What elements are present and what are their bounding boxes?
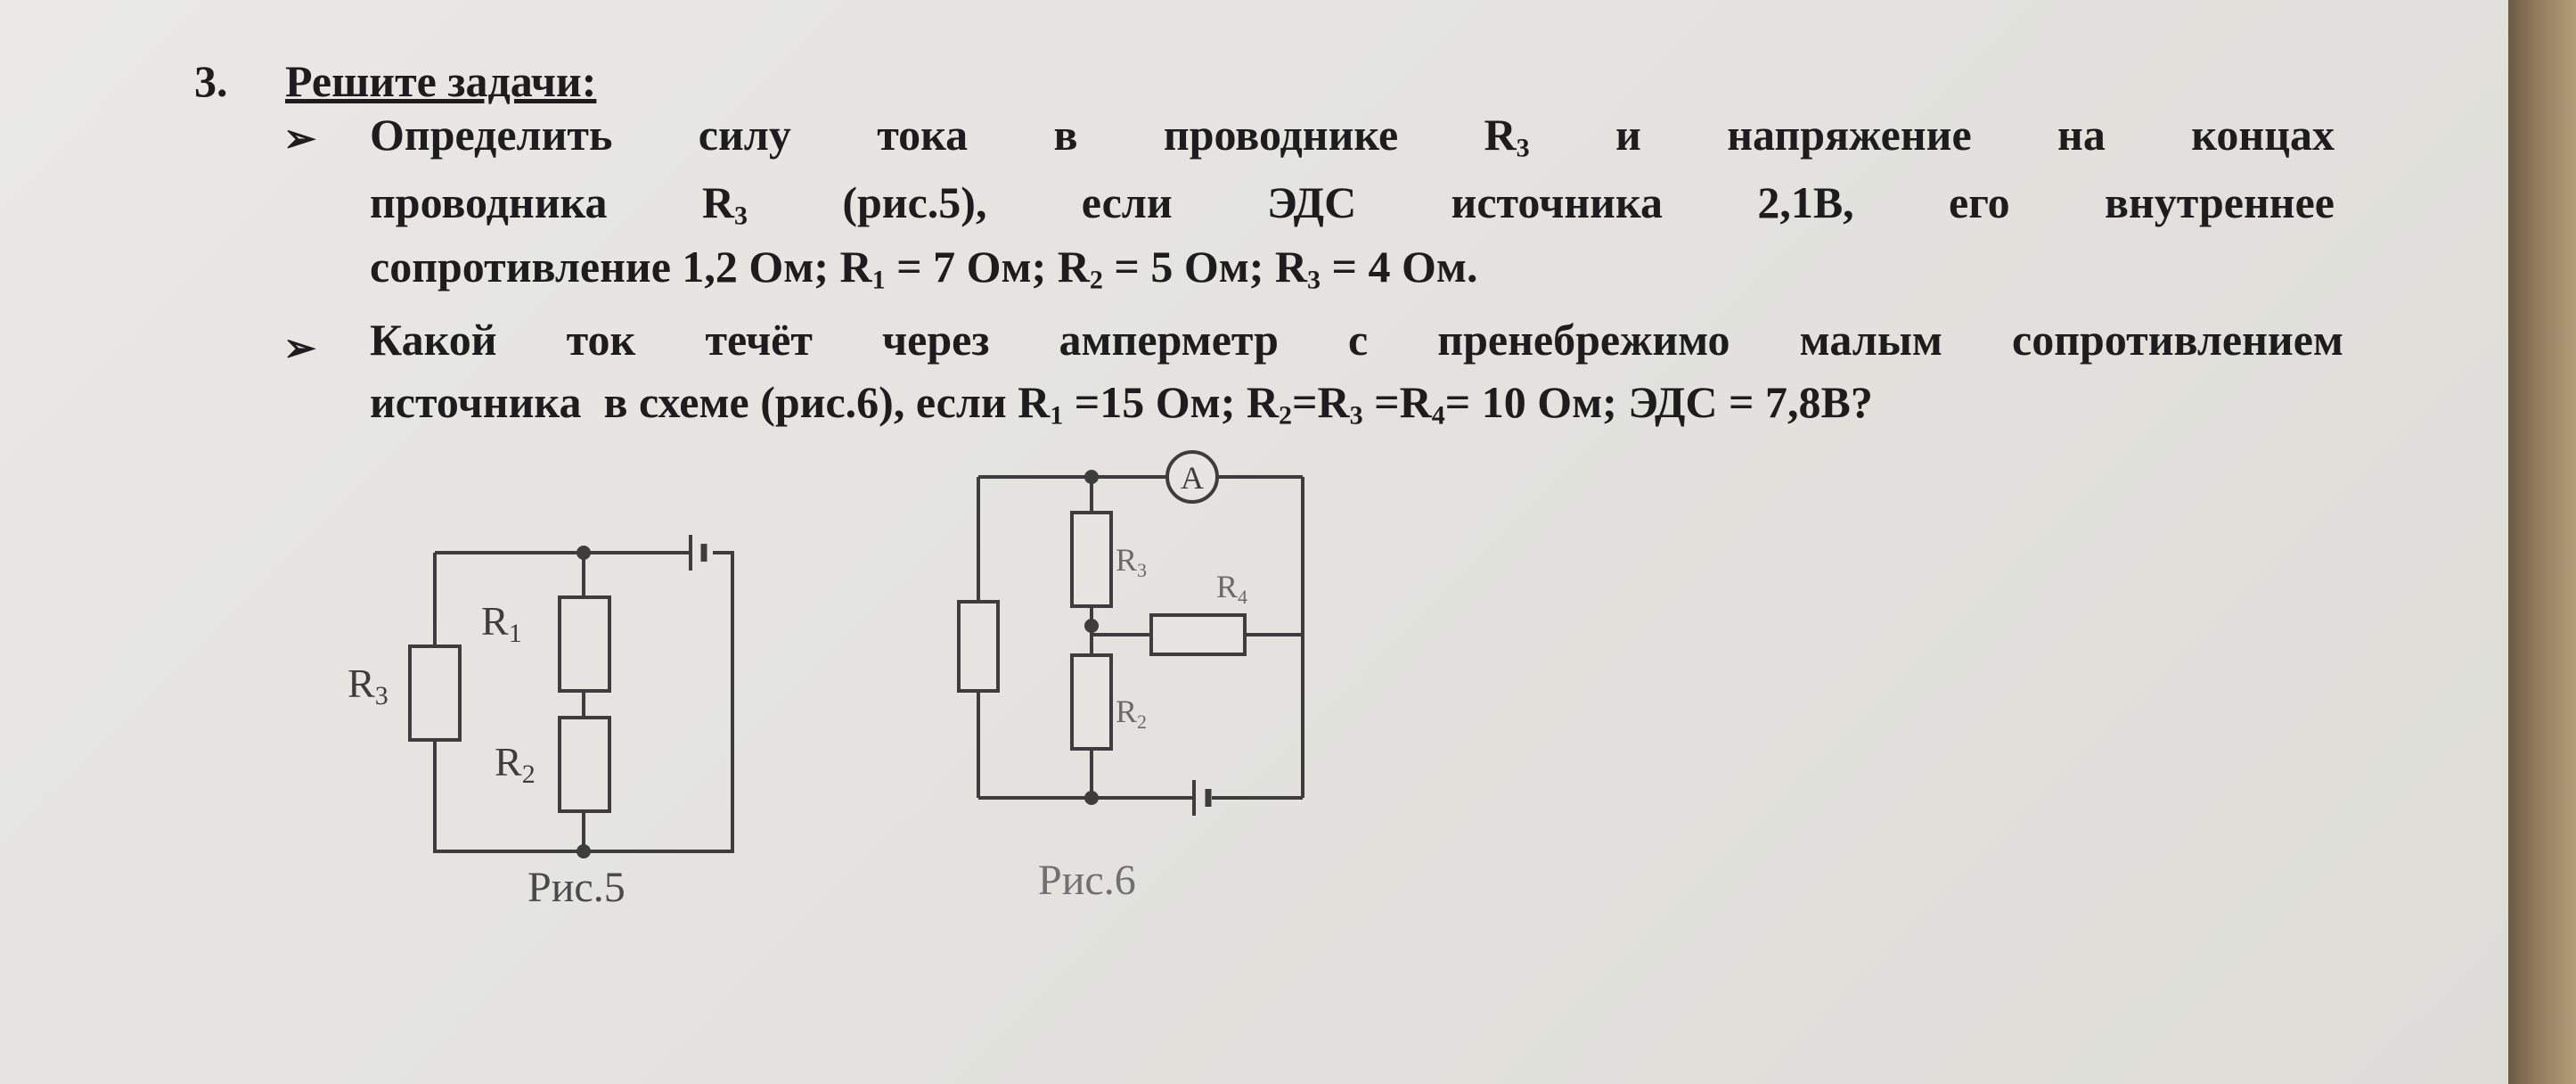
problem2-line2-text: источника в схеме (рис.6), если R1 =15 О… <box>370 377 1873 431</box>
problem1-line2-text: проводника R3 (рис.5), если ЭДС источник… <box>370 177 2335 231</box>
bullet-arrow-icon: ➢ <box>283 326 316 370</box>
fig6-label-ammeter: A <box>1181 460 1204 496</box>
problem1-line2: проводника R3 (рис.5), если ЭДС источник… <box>370 177 2335 232</box>
fig6-label-r4: R4 <box>1216 569 1247 608</box>
figure6-caption: Рис.6 <box>1038 857 1136 904</box>
resistor-r1-fig6 <box>957 600 1000 693</box>
problem1-line3-text: сопротивление 1,2 Ом; R1 = 7 Ом; R2 = 5 … <box>370 242 1478 295</box>
fig6-label-r3: R3 <box>1116 542 1147 581</box>
resistor-r3-fig6 <box>1070 511 1113 608</box>
section-title: Решите задачи: <box>285 56 597 106</box>
section-number: 3. <box>194 56 228 106</box>
figure6-circuit: A R1 R3 R4 R2 <box>957 450 1304 816</box>
table-edge <box>2508 0 2576 1084</box>
fig5-label-r2: R2 <box>495 739 536 789</box>
fig5-label-r1: R1 <box>481 598 522 648</box>
ammeter-icon <box>1165 450 1219 504</box>
problem1-line1: Определить силу тока в проводнике R3 и н… <box>370 109 2335 164</box>
fig6-label-r2: R2 <box>1116 694 1147 733</box>
bullet-arrow-icon: ➢ <box>283 117 316 160</box>
problem1-line3: сопротивление 1,2 Ом; R1 = 7 Ом; R2 = 5 … <box>370 241 1477 296</box>
resistor-r2-fig6 <box>1070 653 1113 751</box>
problem1-line1-text: Определить силу тока в проводнике R3 и н… <box>370 110 2335 163</box>
problem2-line2: источника в схеме (рис.6), если R1 =15 О… <box>370 376 1873 431</box>
resistor-r1 <box>558 595 611 693</box>
resistor-r2 <box>558 716 611 813</box>
problem2-line1: Какой ток течёт через амперметр с пренеб… <box>370 314 2343 365</box>
paper-sheet <box>0 0 2508 1084</box>
fig5-label-r3: R3 <box>348 661 388 710</box>
figure5-circuit: R3 R1 R2 <box>348 535 734 858</box>
resistor-r3 <box>408 645 462 742</box>
resistor-r4-fig6 <box>1149 613 1247 656</box>
problem2-line1-text: Какой ток течёт через амперметр с пренеб… <box>370 315 2343 365</box>
figure5-caption: Рис.5 <box>527 864 626 911</box>
